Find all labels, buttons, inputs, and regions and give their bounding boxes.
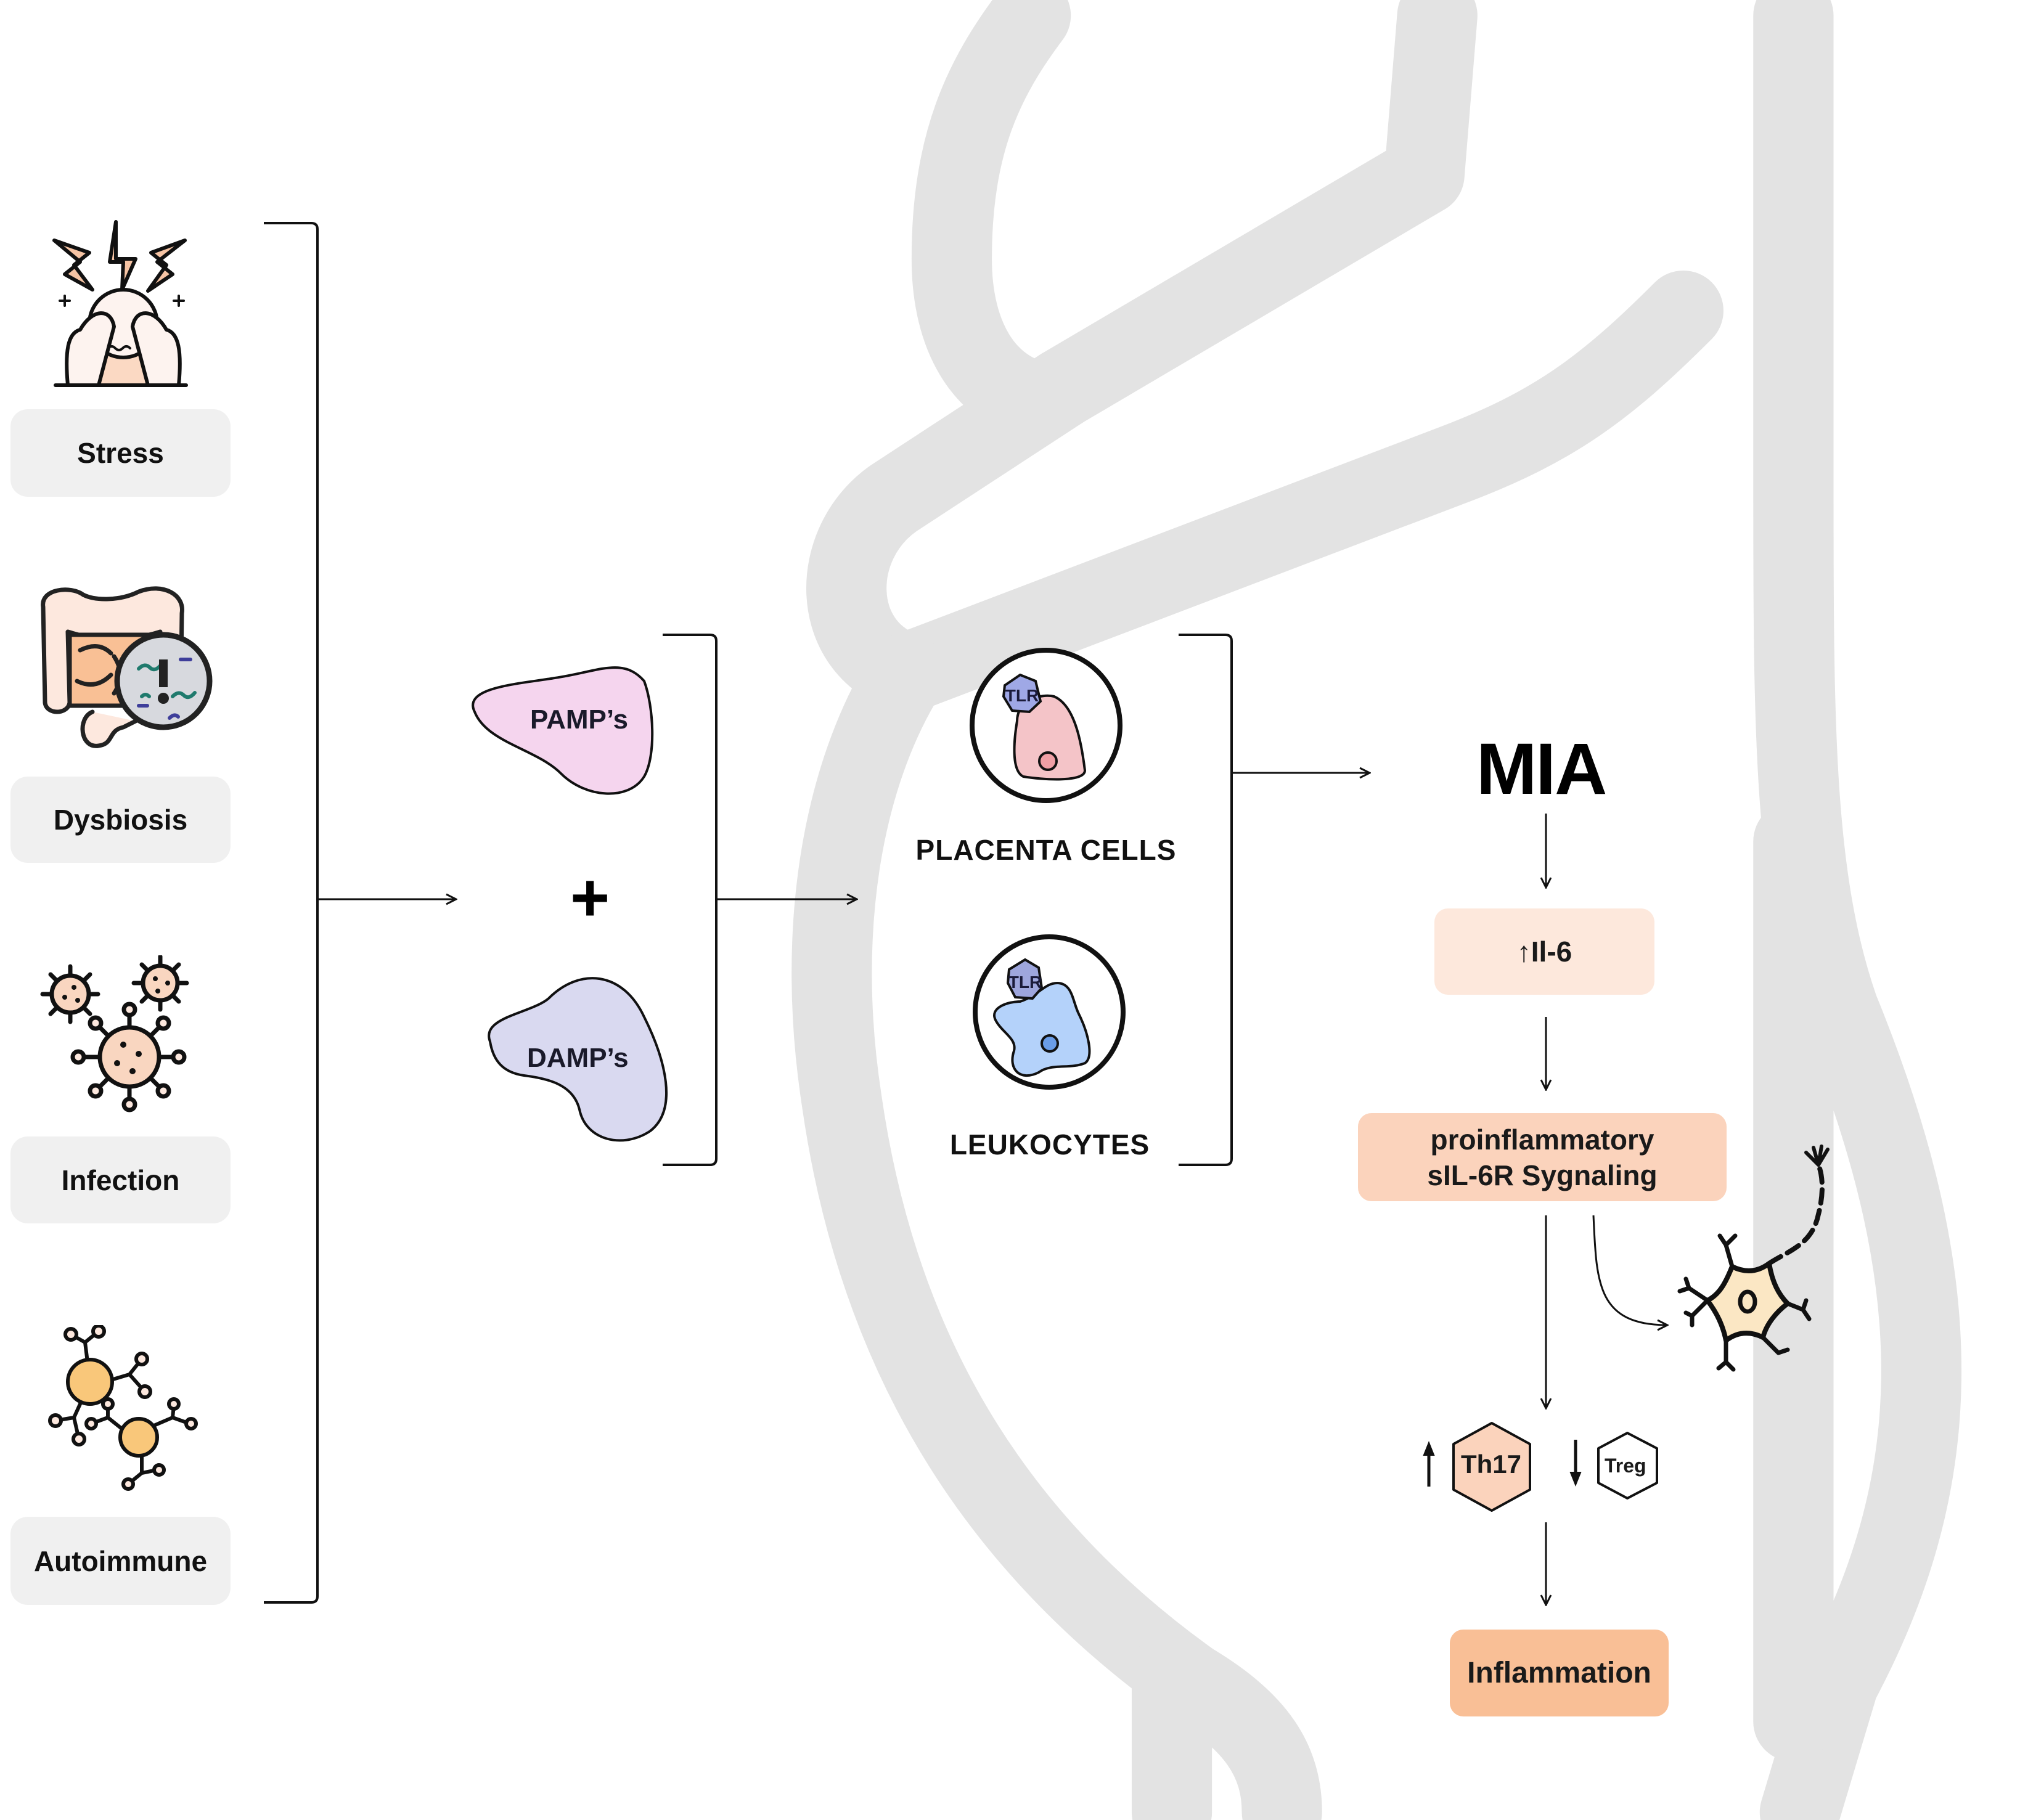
tlr-label: TLR	[1005, 686, 1039, 705]
signaling-line-1: proinflammatory	[1430, 1123, 1654, 1156]
trigger-autoimmune-label: Autoimmune	[10, 1517, 231, 1605]
trigger-stress-label: Stress	[10, 409, 231, 497]
inflammation-text: Inflammation	[1467, 1657, 1651, 1689]
trigger-dysbiosis-label: Dysbiosis	[10, 777, 231, 863]
antibody-cells-icon	[48, 1325, 198, 1491]
silhouette-forearm	[866, 270, 1724, 714]
leukocyte-cell-icon: TLR	[973, 934, 1126, 1090]
trigger-infection-label: Infection	[10, 1136, 231, 1223]
plus-sign: +	[570, 860, 610, 936]
leukocytes-label: LEUKOCYTES	[949, 1128, 1150, 1161]
mia-title: MIA	[1476, 728, 1607, 810]
th17-label: Th17	[1461, 1450, 1522, 1479]
stressed-person-icon	[52, 220, 193, 387]
signaling-line-2: sIL-6R Sygnaling	[1427, 1159, 1658, 1191]
signaling-box: proinflammatory sIL-6R Sygnaling	[1358, 1113, 1727, 1201]
il6-box: ↑Il-6	[1434, 908, 1654, 995]
silhouette-head	[911, 0, 1076, 442]
il6-text: ↑Il-6	[1516, 936, 1572, 968]
silhouette-belly	[791, 633, 1322, 1820]
silhouette-shoulder	[1021, 0, 1478, 429]
trigger-label-text: Infection	[61, 1164, 180, 1196]
inflammation-box: Inflammation	[1450, 1630, 1669, 1716]
placenta-cells-label: PLACENTA CELLS	[915, 834, 1177, 866]
trigger-label-text: Stress	[77, 437, 164, 469]
damp-blob	[488, 977, 668, 1142]
th17-hexagon	[1452, 1422, 1531, 1512]
tlr-label: TLR	[1008, 973, 1042, 992]
pamp-blob	[472, 666, 654, 795]
treg-hexagon	[1597, 1432, 1658, 1500]
pamp-label: PAMP’s	[530, 704, 628, 735]
treg-label: Treg	[1605, 1455, 1646, 1477]
intestine-bacteria-icon	[41, 586, 213, 748]
trigger-label-text: Dysbiosis	[53, 804, 188, 836]
silhouette-back	[1753, 0, 1962, 1820]
neuron-icon	[1677, 1145, 1830, 1372]
trigger-label-text: Autoimmune	[33, 1545, 208, 1577]
damp-label: DAMP’s	[527, 1043, 629, 1073]
virus-icon	[40, 955, 189, 1112]
placenta-cell-icon: TLR	[970, 648, 1122, 803]
